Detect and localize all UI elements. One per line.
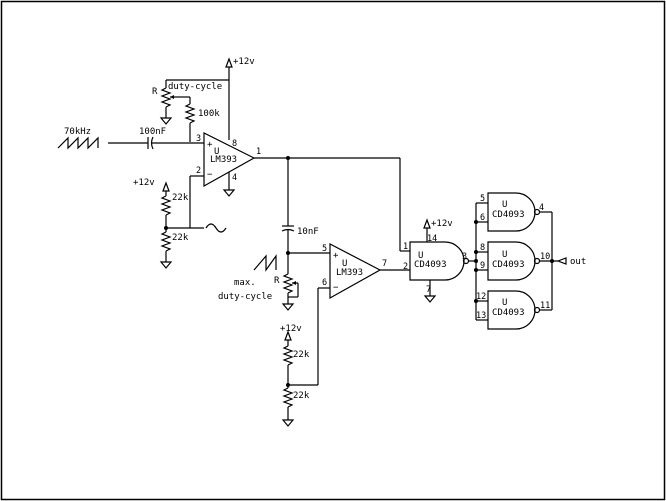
nand-gate-4-bubble <box>533 306 541 314</box>
capacitor-10nf-curve <box>281 228 295 232</box>
nand-gate-1-bubble <box>462 257 470 265</box>
nand-gate-3-bubble <box>533 257 541 265</box>
u1-pin3: 3 <box>196 134 201 144</box>
ground-symbol <box>281 419 295 427</box>
max-label: max. <box>234 278 256 288</box>
resistor-22k-d-label: 22k <box>293 391 310 401</box>
junction <box>474 259 478 263</box>
ground-symbol <box>423 295 437 303</box>
nand1-pin7: 7 <box>426 285 431 295</box>
u2-plus: + <box>333 251 339 261</box>
nand4-part-label: CD4093 <box>492 308 525 318</box>
sine-wave-icon <box>205 223 227 233</box>
junction <box>550 259 554 263</box>
supply-label-top: +12v <box>233 57 255 67</box>
ground-symbol <box>222 189 236 197</box>
nand4-u-label: U <box>502 298 507 308</box>
resistor-100k-label: 100k <box>198 109 220 119</box>
nand2-pin5: 5 <box>480 194 485 204</box>
u2-u-label: U <box>342 259 347 269</box>
pot-label-mid: R <box>274 276 280 286</box>
resistor-22k-b-label: 22k <box>172 233 189 243</box>
pot-label-top: R <box>152 87 158 97</box>
potentiometer-mid <box>282 273 294 294</box>
nand3-u-label: U <box>502 250 507 260</box>
nand3-pin9: 9 <box>480 261 485 271</box>
nand2-u-label: U <box>502 200 507 210</box>
junction <box>474 250 478 254</box>
resistor-22k-c <box>282 345 294 366</box>
sawtooth-waveform-icon <box>253 254 277 272</box>
nand2-part-label: CD4093 <box>492 210 525 220</box>
nand4-pin13: 13 <box>476 311 486 321</box>
u2-pin6: 6 <box>322 278 327 288</box>
nand3-pin10: 10 <box>540 252 550 262</box>
junction <box>286 383 290 387</box>
u1-pin1: 1 <box>256 147 261 157</box>
output-arrow <box>556 257 567 265</box>
supply-arrow-top <box>225 57 233 140</box>
resistor-100k <box>184 103 196 124</box>
pot-wiper-arrow <box>170 95 174 99</box>
ground-symbol <box>159 261 173 269</box>
u2-minus: − <box>333 283 339 293</box>
nand1-pin14: 14 <box>427 234 437 244</box>
resistor-22k-c-label: 22k <box>293 350 310 360</box>
u1-minus: − <box>207 170 213 180</box>
resistor-22k-a <box>160 195 172 216</box>
u1-pin8: 8 <box>232 139 237 149</box>
nand1-pin3: 3 <box>462 252 467 262</box>
nand1-part-label: CD4093 <box>414 260 447 270</box>
u1-pin2: 2 <box>196 166 201 176</box>
supply-label-left: +12v <box>133 178 155 188</box>
resistor-22k-b <box>160 231 172 252</box>
cap-10nf-label: 10nF <box>297 227 319 237</box>
u2-pin7: 7 <box>382 259 387 269</box>
resistor-22k-a-label: 22k <box>172 193 189 203</box>
u1-u-label: U <box>214 147 219 157</box>
nand2-pin4: 4 <box>539 203 544 213</box>
nand4-pin12: 12 <box>476 292 486 302</box>
nand3-part-label: CD4093 <box>492 260 525 270</box>
nand2-pin6: 6 <box>480 213 485 223</box>
nand1-pin2: 2 <box>403 262 408 272</box>
cap-100nf-label: 100nF <box>139 127 166 137</box>
capacitor-100nf-curve <box>150 136 154 150</box>
ground-symbol <box>159 117 173 125</box>
u1-pin4: 4 <box>232 173 237 183</box>
u1-part-label: LM393 <box>210 155 237 165</box>
u1-plus: + <box>207 140 213 150</box>
freq-label: 70kHz <box>64 127 91 137</box>
junction <box>474 299 478 303</box>
nand4-pin11: 11 <box>540 301 550 311</box>
nand3-pin8: 8 <box>480 243 485 253</box>
comparator-u2 <box>329 243 382 300</box>
nand1-u-label: U <box>418 251 423 261</box>
potentiometer-top <box>160 87 172 108</box>
junction <box>474 268 478 272</box>
u2-part-label: LM393 <box>336 268 363 278</box>
supply-label-nand: +12v <box>431 219 453 229</box>
output-label: out <box>570 257 586 267</box>
duty-cycle-label-mid: duty-cycle <box>218 292 272 302</box>
resistor-22k-d <box>282 387 294 408</box>
sawtooth-signal-icon <box>57 136 99 150</box>
junction <box>164 226 168 230</box>
u2-pin5: 5 <box>322 244 327 254</box>
supply-label-bottom: +12v <box>280 324 302 334</box>
duty-cycle-label-top: duty-cycle <box>168 82 222 92</box>
nand-gate-2-bubble <box>533 208 541 216</box>
ground-symbol <box>281 303 295 311</box>
junction <box>474 220 478 224</box>
nand1-pin1: 1 <box>403 242 408 252</box>
pot-wiper-arrow <box>292 281 296 285</box>
